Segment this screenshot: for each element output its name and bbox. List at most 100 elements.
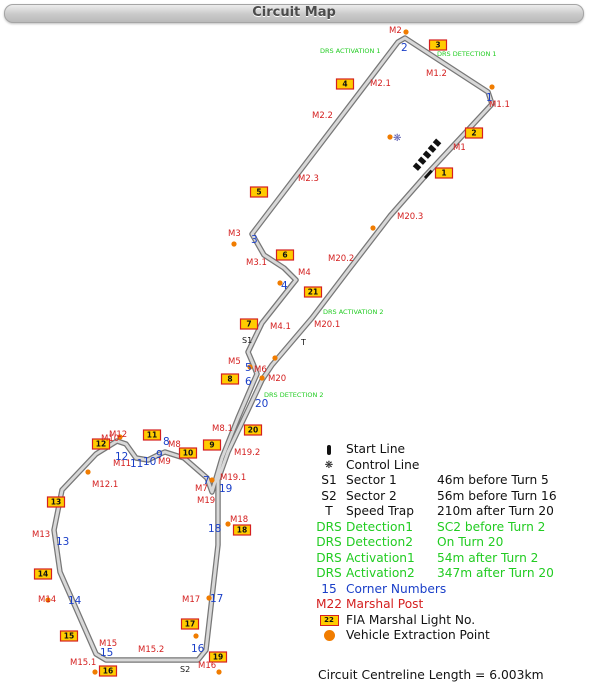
legend-row-corner-numbers: 15 Corner Numbers bbox=[306, 582, 589, 598]
legend-symbol: DRS bbox=[316, 519, 342, 534]
corner-number: 20 bbox=[255, 398, 268, 410]
marshal-light-number: 20 bbox=[248, 426, 258, 435]
marshal-light-box bbox=[59, 630, 79, 642]
marshal-light: 8 bbox=[220, 373, 240, 385]
corner-number: 16 bbox=[191, 643, 205, 655]
marshal-post-label: M1 bbox=[453, 143, 466, 153]
marshal-post-label: M2 bbox=[389, 26, 402, 36]
marshal-light-box bbox=[239, 318, 259, 330]
marshal-light-number: 18 bbox=[237, 526, 247, 535]
marshal-post-label: M12.1 bbox=[92, 480, 118, 490]
legend-label: Sector 2 bbox=[346, 488, 397, 503]
marshal-light: 12 bbox=[91, 438, 111, 450]
marshal-light-number: 15 bbox=[64, 632, 74, 641]
vehicle-extraction-icon bbox=[306, 628, 352, 644]
marshal-post-label: M10 bbox=[101, 434, 119, 444]
legend-row-start-line: Start Line bbox=[306, 442, 589, 458]
legend-row-sector2: S2 Sector 2 56m before Turn 16 bbox=[306, 489, 589, 505]
marshal-light: 15 bbox=[59, 630, 79, 642]
marshal-light-number: 19 bbox=[213, 653, 223, 662]
marshal-post-label: M20.3 bbox=[397, 212, 423, 222]
marshal-post-label: M2.3 bbox=[298, 174, 319, 184]
marshal-post-label: M5 bbox=[228, 357, 241, 367]
marshal-light-number: 13 bbox=[51, 498, 61, 507]
vehicle-point bbox=[216, 669, 222, 675]
marshal-light-number: 6 bbox=[282, 251, 287, 260]
marshal-post-label: M1.2 bbox=[426, 69, 447, 79]
marshal-post-label: M1.1 bbox=[489, 100, 510, 110]
marshal-light: 4 bbox=[335, 78, 355, 90]
vehicle-point bbox=[489, 84, 495, 90]
vehicle-points-layer bbox=[45, 29, 495, 675]
marshal-light-number: 3 bbox=[435, 41, 440, 50]
drs-zone-label: DRS ACTIVATION 2 bbox=[323, 308, 384, 316]
control-line-icon: ❋ bbox=[393, 133, 401, 144]
marshal-light: 3 bbox=[428, 39, 448, 51]
legend-symbol: DRS bbox=[316, 566, 342, 580]
corner-number: 9 bbox=[156, 449, 163, 461]
vehicle-point bbox=[117, 434, 123, 440]
vehicle-point bbox=[225, 521, 231, 527]
marshal-light-box bbox=[335, 78, 355, 90]
marshal-post-label: M13 bbox=[32, 530, 50, 540]
marshal-light-number: 17 bbox=[185, 620, 195, 629]
title-bar: Circuit Map bbox=[4, 4, 584, 23]
corner-number: 12 bbox=[115, 451, 128, 463]
marshal-light-number: 7 bbox=[246, 320, 251, 329]
speed-trap-marker: T bbox=[300, 338, 306, 347]
corner-number: 5 bbox=[245, 362, 252, 374]
marshal-post-label: M17 bbox=[182, 595, 200, 605]
corner-number: 18 bbox=[208, 523, 221, 535]
vehicle-point bbox=[403, 29, 409, 35]
corner-number: 15 bbox=[100, 647, 113, 659]
corner-number: 8 bbox=[163, 436, 170, 448]
legend-symbol: M22 bbox=[315, 597, 343, 611]
marshal-post-label: M8.1 bbox=[212, 424, 233, 434]
marshal-light-box bbox=[428, 39, 448, 51]
marshal-light: 17 bbox=[180, 618, 200, 630]
legend-label: Detection2 bbox=[346, 535, 413, 549]
marshal-light-box bbox=[178, 447, 198, 459]
legend-row-marshal-post: M22 Marshal Post bbox=[306, 597, 589, 613]
legend-label: Corner Numbers bbox=[346, 581, 447, 596]
corner-number: 6 bbox=[245, 376, 252, 388]
legend: Start Line ❋ Control Line S1 Sector 1 46… bbox=[306, 442, 589, 644]
marshal-post-label: M12 bbox=[109, 430, 127, 440]
marshal-light-number: 12 bbox=[96, 440, 106, 449]
grid-slot bbox=[427, 144, 437, 153]
grid-slot bbox=[412, 162, 422, 171]
legend-row-sector1: S1 Sector 1 46m before Turn 5 bbox=[306, 473, 589, 489]
marshal-light-box bbox=[275, 249, 295, 261]
track-surface bbox=[52, 36, 494, 662]
legend-label: Sector 1 bbox=[346, 473, 397, 487]
marshal-post-label: M11 bbox=[113, 459, 131, 469]
marshal-light-box bbox=[303, 286, 323, 298]
marshal-light-box bbox=[249, 186, 269, 198]
marshal-post-label: M16 bbox=[198, 661, 216, 671]
vehicle-point bbox=[272, 355, 278, 361]
corner-number: 4 bbox=[281, 280, 288, 292]
drs-zone-label: DRS DETECTION 2 bbox=[264, 391, 324, 399]
corner-number: 13 bbox=[56, 536, 69, 548]
marshal-light: 14 bbox=[33, 568, 53, 580]
legend-row-drs-activation1: DRS Activation1 54m after Turn 2 bbox=[306, 551, 589, 567]
marshal-light-number: 14 bbox=[38, 570, 48, 579]
marshal-post-label: M18 bbox=[230, 515, 248, 525]
marshal-light-number: 1 bbox=[441, 169, 446, 178]
marshal-post-label: M3 bbox=[228, 229, 241, 239]
marshal-post-label: M7 bbox=[195, 484, 208, 494]
vehicle-point bbox=[247, 364, 253, 370]
marshal-light: 7 bbox=[239, 318, 259, 330]
legend-label: Detection1 bbox=[346, 519, 413, 534]
corner-number: 2 bbox=[401, 42, 408, 54]
vehicle-point bbox=[92, 669, 98, 675]
marshal-light-box bbox=[202, 439, 222, 451]
marshal-light: 10 bbox=[178, 447, 198, 459]
sector2-marker: S2 bbox=[180, 665, 190, 674]
vehicle-point bbox=[193, 633, 199, 639]
marshal-light-number: 16 bbox=[103, 667, 113, 676]
marshal-post-label: M20.1 bbox=[314, 320, 340, 330]
marshal-post-label: M6 bbox=[254, 365, 267, 375]
grid-slot bbox=[417, 156, 427, 165]
